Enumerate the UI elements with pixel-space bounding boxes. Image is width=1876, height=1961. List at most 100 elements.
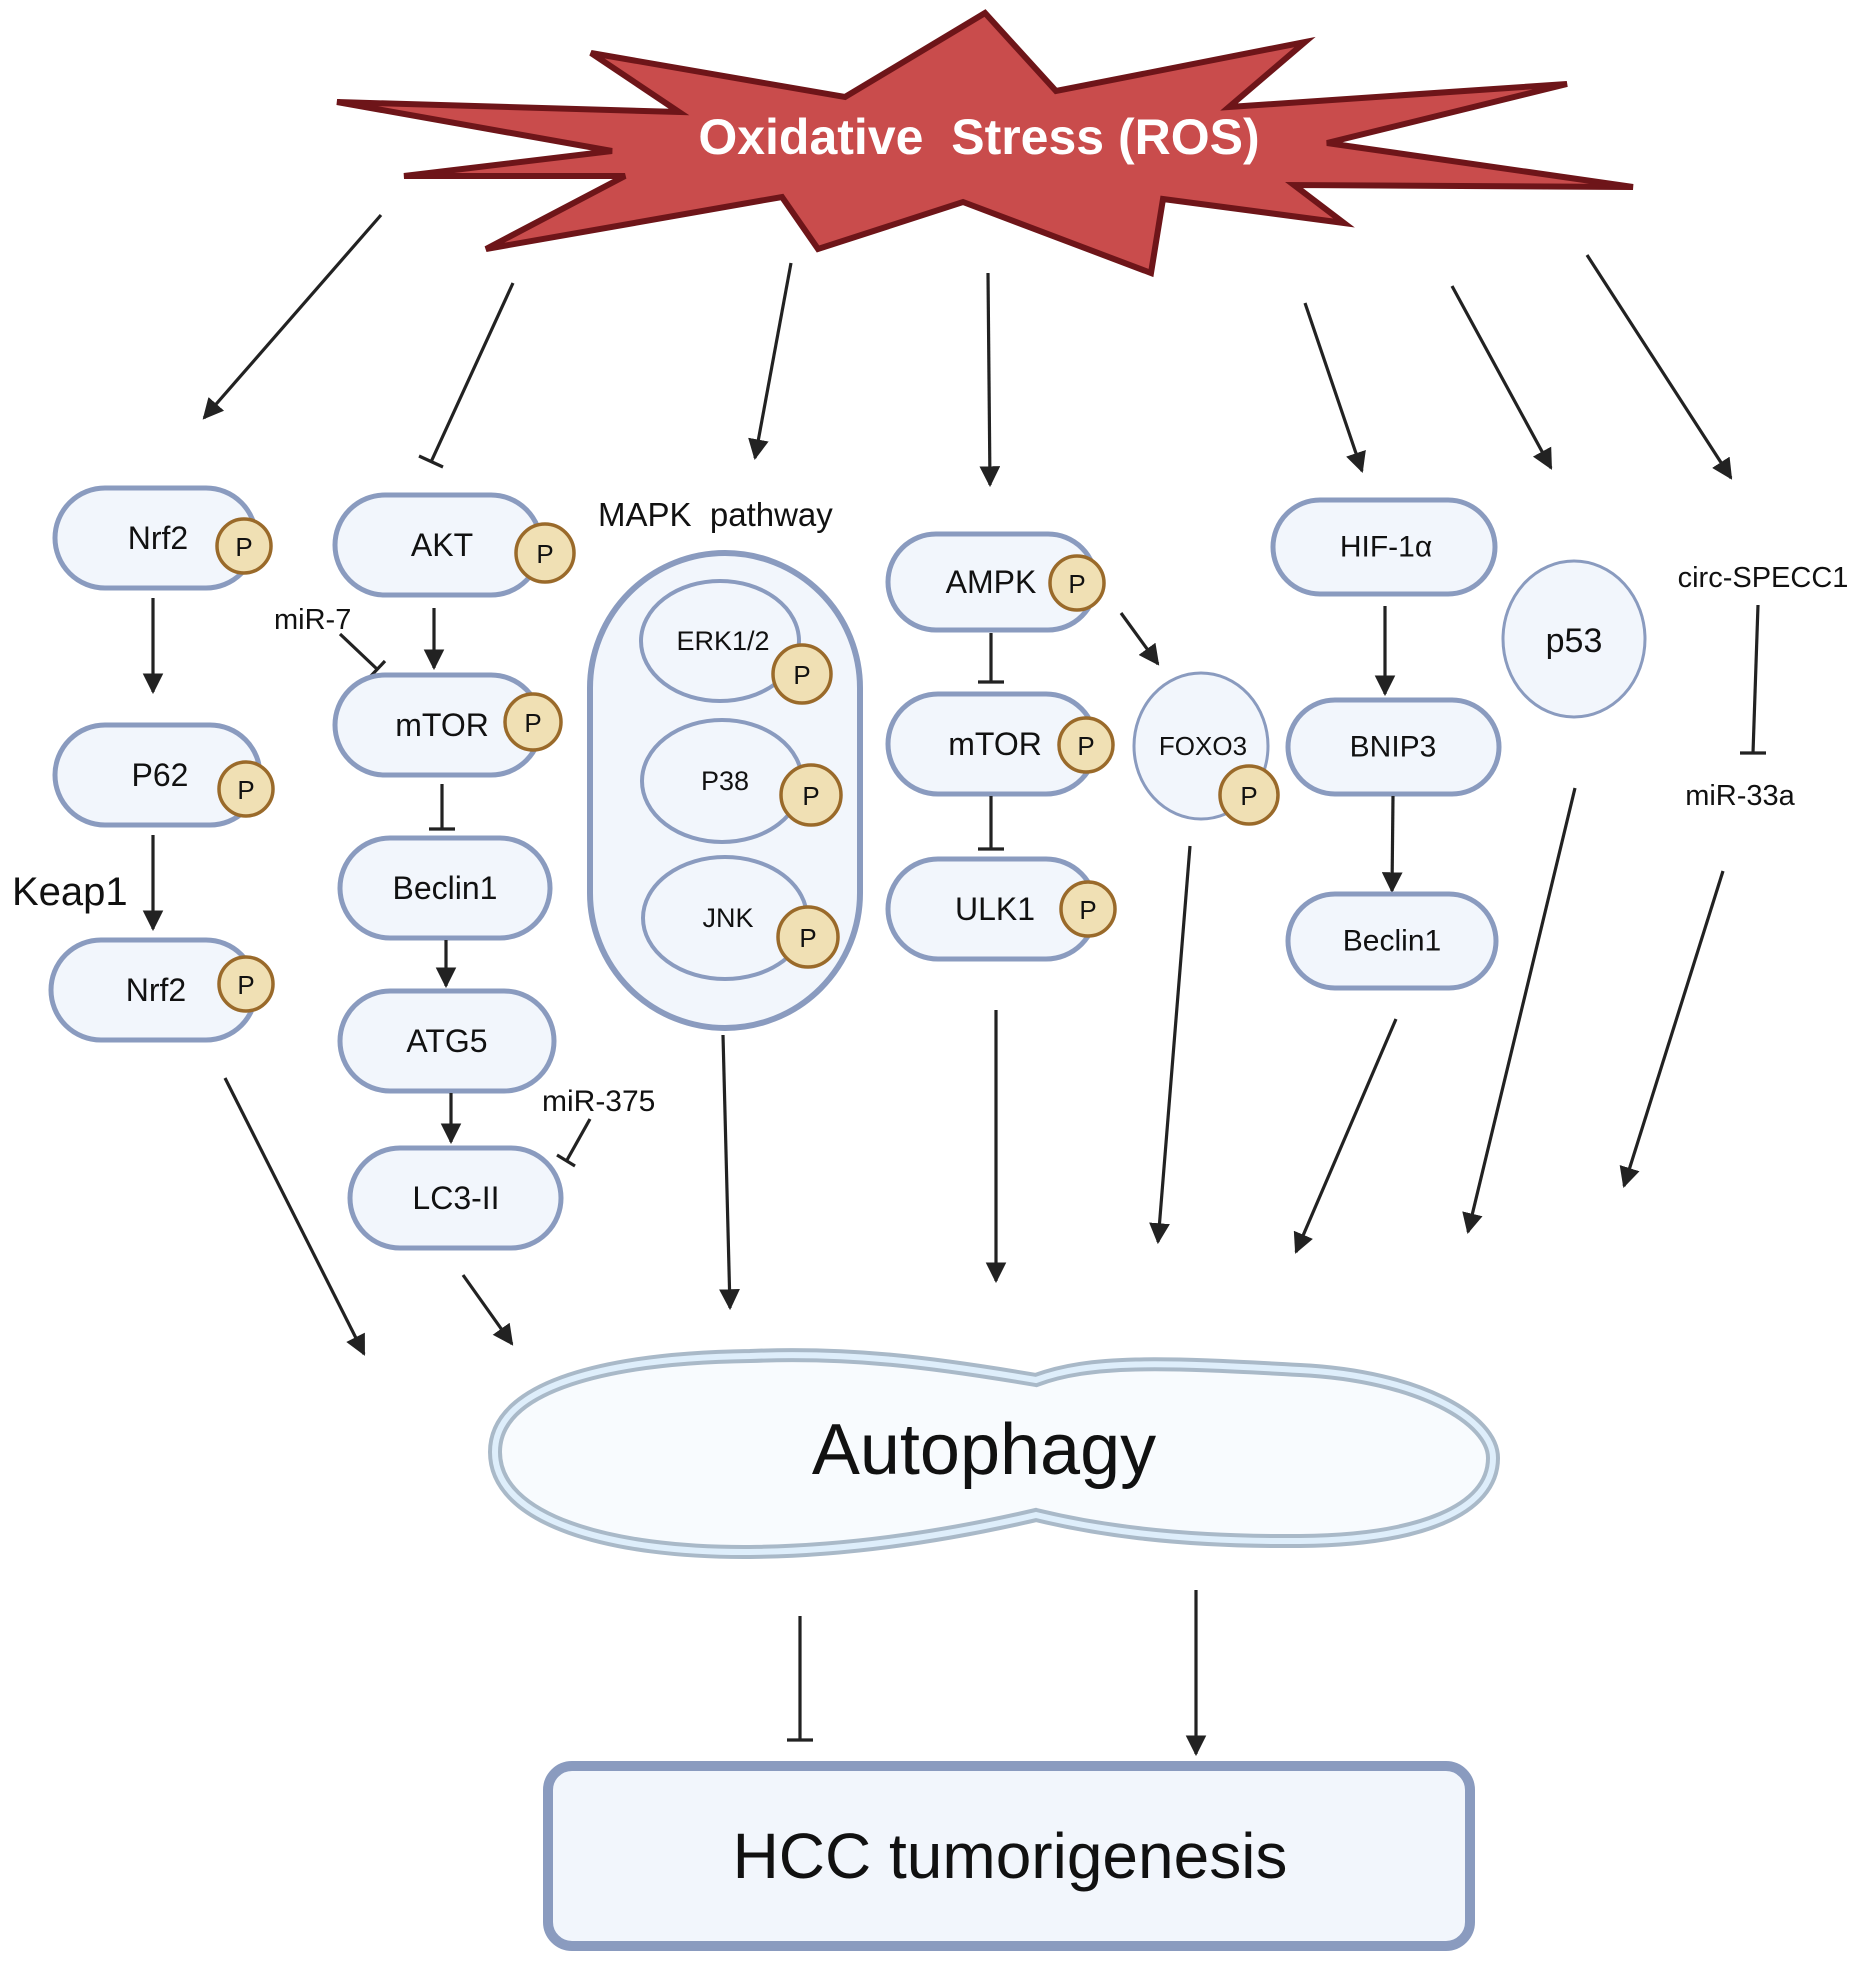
edge-foxo3-autophagy xyxy=(1149,845,1192,1245)
node-ulk1[interactable]: ULK1 P xyxy=(885,856,1117,962)
phospho-label: P xyxy=(802,781,819,811)
node-lc3[interactable]: LC3-II xyxy=(347,1145,564,1251)
phospho-icon: P xyxy=(776,905,840,969)
edge-ros-mapk xyxy=(748,262,793,461)
keap1-label: Keap1 xyxy=(12,870,128,914)
node-label: mTOR xyxy=(948,726,1042,762)
ampk-pathway: AMPK P mTOR P ULK1 P xyxy=(885,531,1280,962)
node-label: ATG5 xyxy=(406,1023,487,1059)
node-beclin1-1[interactable]: Beclin1 xyxy=(337,835,553,941)
edge-mir375-lc3-inhibit xyxy=(556,1118,592,1168)
node-erk[interactable]: ERK1/2 P xyxy=(639,579,833,705)
edge-lc3-autophagy xyxy=(461,1274,514,1346)
edge-beclin1-autophagy xyxy=(1293,1018,1398,1254)
phospho-icon: P xyxy=(1048,554,1106,612)
ros-edges xyxy=(202,213,1733,488)
node-akt[interactable]: AKT P xyxy=(332,492,576,598)
hcc-box xyxy=(543,1761,1475,1951)
autophagy-node[interactable]: Autophagy xyxy=(487,1348,1501,1560)
node-label: AKT xyxy=(411,527,473,563)
phospho-label: P xyxy=(237,970,254,1000)
inhibit-tee xyxy=(418,454,444,469)
ros-burst: Oxidative Stress (ROS) xyxy=(336,9,1634,278)
node-label: AMPK xyxy=(946,564,1037,600)
edge-mtor-beclin1-inhibit xyxy=(429,784,455,831)
node-label: JNK xyxy=(702,903,753,933)
akt-pathway: AKT P miR-7 mTOR P Beclin1 xyxy=(274,492,655,1251)
phospho-icon: P xyxy=(514,522,576,584)
node-p38[interactable]: P38 P xyxy=(640,718,843,844)
node-mtor-1[interactable]: mTOR P xyxy=(332,672,563,778)
phospho-icon: P xyxy=(779,763,843,827)
node-hif1a[interactable]: HIF-1α xyxy=(1270,497,1498,597)
mir7-label: miR-7 xyxy=(274,604,351,636)
phospho-label: P xyxy=(793,660,810,690)
phospho-icon: P xyxy=(217,760,275,818)
edge-ros-ampk xyxy=(979,272,1001,488)
node-nrf2-top[interactable]: Nrf2 P xyxy=(52,485,273,591)
mir375-label: miR-375 xyxy=(542,1085,655,1118)
node-nrf2-bottom[interactable]: Nrf2 P xyxy=(48,937,275,1043)
mapk-pathway: MAPK pathway ERK1/2 P P38 P JNK P xyxy=(587,496,863,1031)
phospho-icon: P xyxy=(1059,880,1117,938)
node-label: p53 xyxy=(1546,622,1603,660)
circ-specc1-label[interactable]: circ-SPECC1 xyxy=(1678,562,1849,594)
autophagy-input-edges xyxy=(223,787,1725,1356)
phospho-label: P xyxy=(524,708,541,738)
edge-ros-circ xyxy=(1585,254,1733,480)
edge-p53-autophagy xyxy=(1462,787,1577,1235)
mapk-title: MAPK pathway xyxy=(598,496,833,533)
phospho-icon: P xyxy=(771,643,833,705)
circ-pathway: circ-SPECC1 miR-33a xyxy=(1678,562,1849,812)
phospho-icon: P xyxy=(215,517,273,575)
nrf2-pathway: Nrf2 P P62 P Keap1 Nrf2 P xyxy=(12,485,275,1043)
phospho-label: P xyxy=(536,539,553,569)
edge-ros-p53 xyxy=(1450,285,1553,470)
node-atg5[interactable]: ATG5 xyxy=(337,988,557,1094)
autophagy-membrane-band xyxy=(491,1352,1497,1556)
mir33a-label[interactable]: miR-33a xyxy=(1685,780,1795,812)
node-mtor-2[interactable]: mTOR P xyxy=(885,691,1115,797)
node-label: LC3-II xyxy=(412,1180,499,1216)
edge-nrf2-autophagy xyxy=(223,1077,366,1356)
hif-pathway: HIF-1α BNIP3 Beclin1 xyxy=(1270,497,1502,991)
node-label: Nrf2 xyxy=(128,520,188,556)
node-jnk[interactable]: JNK P xyxy=(641,855,840,981)
node-label: P38 xyxy=(701,766,749,796)
node-label: FOXO3 xyxy=(1159,731,1247,761)
node-label: Beclin1 xyxy=(1343,925,1441,958)
node-label: ULK1 xyxy=(955,891,1035,927)
hcc-outcome[interactable]: HCC tumorigenesis xyxy=(543,1761,1475,1951)
node-label: HIF-1α xyxy=(1340,531,1432,564)
node-label: mTOR xyxy=(395,707,489,743)
autophagy-label: Autophagy xyxy=(812,1410,1156,1490)
node-label: Nrf2 xyxy=(126,972,186,1008)
node-foxo3[interactable]: FOXO3 P xyxy=(1132,671,1280,826)
phospho-icon: P xyxy=(503,692,563,752)
node-p53[interactable]: p53 xyxy=(1501,559,1647,719)
ros-title: Oxidative Stress (ROS) xyxy=(698,109,1259,165)
node-label: P62 xyxy=(132,757,189,793)
phospho-label: P xyxy=(1240,781,1257,811)
node-bnip3[interactable]: BNIP3 xyxy=(1285,697,1502,797)
node-beclin1-2[interactable]: Beclin1 xyxy=(1285,891,1499,991)
phospho-label: P xyxy=(1077,731,1094,761)
edge-ros-nrf2 xyxy=(202,213,383,420)
phospho-label: P xyxy=(1079,895,1096,925)
phospho-icon: P xyxy=(1218,764,1280,826)
phospho-label: P xyxy=(799,923,816,953)
node-label: ERK1/2 xyxy=(676,626,769,656)
node-p62[interactable]: P62 P xyxy=(52,722,275,828)
node-label: BNIP3 xyxy=(1350,731,1437,764)
phospho-label: P xyxy=(237,775,254,805)
hcc-label: HCC tumorigenesis xyxy=(733,1820,1288,1892)
inhibit-tee xyxy=(556,1153,576,1168)
edge-circ-mir33a-inhibit xyxy=(1740,604,1766,755)
edge-mir7-mtor-inhibit xyxy=(338,632,387,680)
edge-bnip3-beclin1 xyxy=(1381,795,1403,894)
ros-star-shape xyxy=(336,9,1634,278)
outcome-edges xyxy=(787,1590,1207,1757)
phospho-label: P xyxy=(235,532,252,562)
node-ampk[interactable]: AMPK P xyxy=(885,531,1106,633)
